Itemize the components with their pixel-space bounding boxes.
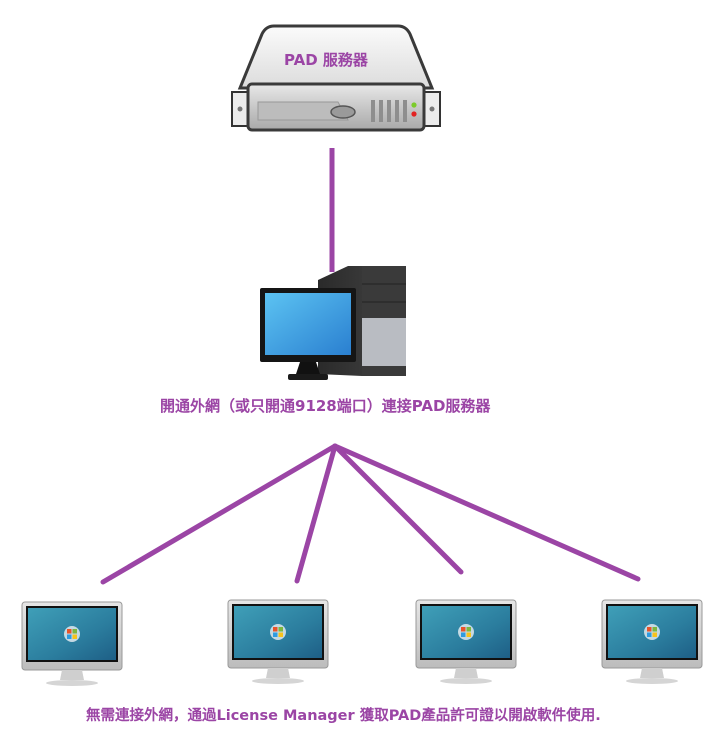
- gateway-label: 開通外網（或只開通9128端口）連接PAD服務器: [160, 397, 491, 415]
- edge-gateway-client-4: [332, 443, 641, 582]
- client-4: [600, 598, 704, 686]
- windows-monitor-icon: [601, 599, 703, 684]
- edge-gateway-client-1: [100, 443, 338, 585]
- windows-monitor-icon: [21, 601, 123, 686]
- edge-gateway-client-3: [332, 443, 464, 575]
- windows-monitor-icon: [227, 599, 329, 684]
- server-icon: [231, 24, 441, 132]
- client-1: [20, 600, 124, 688]
- client-3: [414, 598, 518, 686]
- pad-server: PAD 服務器: [228, 22, 444, 134]
- client-2: [226, 598, 330, 686]
- server-label: PAD 服務器: [284, 51, 368, 69]
- desktop-computer-icon: [260, 266, 406, 380]
- edge-gateway-client-2: [294, 443, 338, 584]
- clients-label: 無需連接外網，通過License Manager 獲取PAD產品許可證以開啟軟件…: [86, 708, 601, 724]
- gateway-pc: [258, 262, 410, 384]
- windows-monitor-icon: [415, 599, 517, 684]
